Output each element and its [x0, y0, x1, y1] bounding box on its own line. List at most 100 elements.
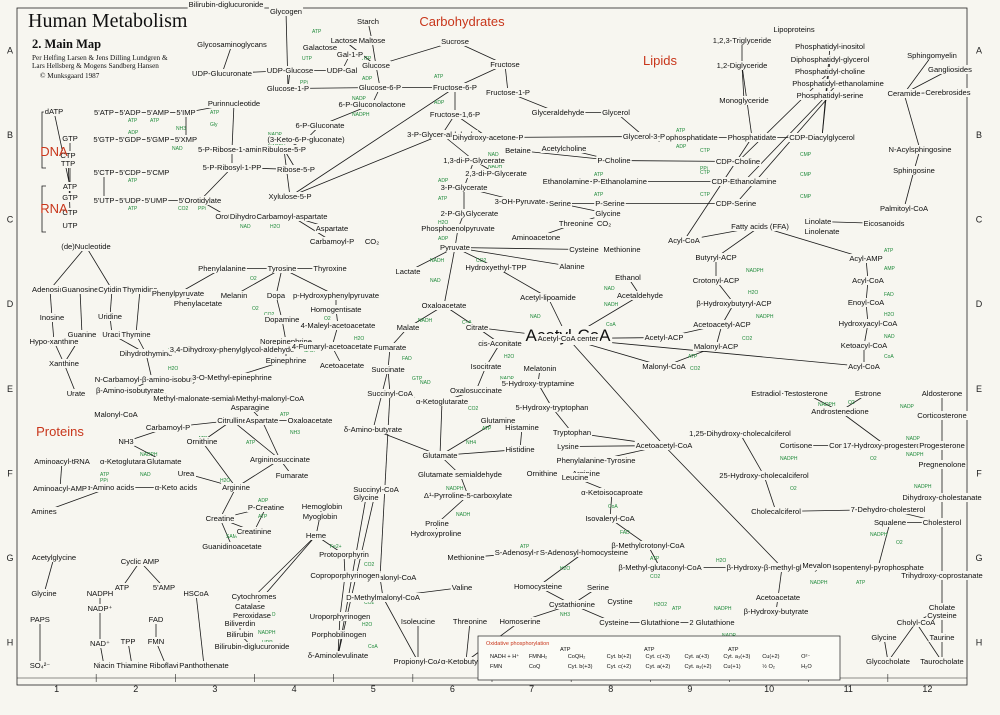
- metabolite-label: Phosphatidyl-ethanolamine: [792, 79, 884, 88]
- metabolite-label: Diphosphatidyl-glycerol: [791, 55, 870, 64]
- cofactor-label: CO2: [178, 206, 189, 212]
- cofactor-label: ADP: [362, 76, 373, 82]
- metabolite-ketoglutarate2: α-Ketoglutarate: [98, 457, 154, 466]
- metabolite-backing: [464, 323, 490, 332]
- metabolite-backing: [440, 37, 470, 46]
- metabolite-label: Uracil: [102, 330, 122, 339]
- metabolite-label: Bilirubin-diglucuronide: [215, 642, 290, 651]
- metabolite-label: Acetoacetyl-CoA: [636, 441, 693, 450]
- metabolite-xmp5: 5'XMP: [173, 135, 199, 144]
- metabolite-backing: [536, 334, 600, 343]
- metabolite-cerebrosides: Cerebrosides: [924, 88, 972, 97]
- cofactor-label: NADPH: [258, 630, 276, 636]
- metabolite-backing: [538, 548, 630, 557]
- section-label-lipids: Lipids: [643, 53, 677, 68]
- metabolite-label: Aminoacyl-tRNA: [34, 457, 91, 466]
- metabolite-ribose5p: 5-P-Ribose-1-amine: [197, 145, 267, 154]
- metabolite-backing: [754, 593, 802, 602]
- pathway-edge: [903, 55, 933, 94]
- cofactor-label: GTP: [412, 376, 423, 382]
- metabolite-backing: [606, 597, 634, 606]
- metabolite-guanine: Guanine: [66, 330, 98, 339]
- metabolite-backing: [175, 108, 197, 117]
- metabolite-label: Isoleucine: [401, 617, 435, 626]
- chain-member: Cyt. b(+3): [568, 664, 593, 670]
- metabolite-dopamine: Dopamine: [263, 315, 301, 324]
- metabolite-label: Oxalosuccinate: [450, 386, 502, 395]
- metabolite-backing: [695, 299, 773, 308]
- metabolite-fad: FAD: [147, 615, 165, 624]
- metabolite-backing: [422, 491, 514, 500]
- cofactor-label: ADP: [438, 178, 449, 184]
- cofactor-label: H2O: [220, 478, 230, 484]
- metabolite-melanin: Melanin: [219, 291, 249, 300]
- cofactor-label: CO2: [468, 406, 479, 412]
- grid-column-label: 1: [54, 684, 59, 694]
- cofactor-label: NADPH: [140, 452, 158, 458]
- metabolite-label: 3-P-Glycerate: [441, 183, 488, 192]
- metabolite-backing: [594, 209, 622, 218]
- metabolite-crotonylacp: Crotonyl-ACP: [691, 276, 741, 285]
- section-label-dna: DNA: [40, 144, 68, 159]
- metabolite-backing: [65, 389, 87, 398]
- metabolite-glycocholate: Glycocholate: [865, 657, 911, 666]
- metabolite-label: β-Hydroxy-butyrate: [744, 607, 809, 616]
- metabolite-backing: [291, 291, 381, 300]
- cofactor-label: PPi: [100, 478, 108, 484]
- pathway-edge: [253, 535, 317, 597]
- grid-row-label-right: C: [976, 215, 983, 225]
- metabolite-norepinephrine: Norepinephrine: [259, 337, 313, 346]
- metabolite-backing: [530, 108, 586, 117]
- cofactor-label: O2: [250, 276, 257, 282]
- metabolite-cdpdiacylglycerol: CDP-Diacylglycerol: [788, 133, 857, 142]
- cofactor-label: ATP: [884, 248, 894, 254]
- pathway-edge: [777, 567, 783, 598]
- cofactor-label: ADP: [676, 144, 687, 150]
- metabolite-backing: [191, 373, 273, 382]
- cofactor-label: ATP: [362, 56, 372, 62]
- metabolite-thiamine: Thiamine: [115, 661, 149, 670]
- metabolite-backing: [357, 36, 387, 45]
- metabolite-datp: dATP: [43, 107, 65, 116]
- metabolite-label: P-Creatine: [248, 503, 284, 512]
- metabolite-label: δ-Aminolevulinate: [308, 651, 368, 660]
- metabolite-hmgcoa: β-Hydroxy-β-methyl-glutaryl-CoA: [725, 563, 840, 572]
- metabolite-backing: [839, 341, 890, 350]
- metabolite-backing: [204, 514, 236, 523]
- metabolite-label: 5'CMP: [147, 168, 170, 177]
- metabolite-cystine: Cystine: [606, 597, 634, 606]
- metabolite-malonylcoa-l: Malonyl-CoA: [93, 410, 140, 419]
- metabolite-estrone: Estrone: [853, 389, 883, 398]
- metabolite-label: Glutamate: [422, 451, 457, 460]
- metabolite-label: Biliverdin: [225, 619, 256, 628]
- metabolite-backing: [442, 156, 506, 165]
- metabolite-label: Fructose-6-P: [433, 83, 477, 92]
- metabolite-backing: [870, 633, 898, 642]
- cofactor-label: ATP: [258, 514, 268, 520]
- metabolite-hypoxanthine: Hypo-xanthine: [28, 337, 80, 346]
- metabolite-butyrylacp: Butyryl-ACP: [694, 253, 738, 262]
- metabolite-label: Succinate: [371, 365, 404, 374]
- metabolite-testosterone: Testosterone: [783, 389, 829, 398]
- metabolite-label: Lactose: [331, 36, 358, 45]
- metabolite-backing: [113, 583, 131, 592]
- grid-row-label-right: E: [976, 384, 982, 394]
- metabolite-label: α-Amino acids: [86, 483, 134, 492]
- cofactor-label: H2O: [438, 220, 448, 226]
- metabolite-label: Glucose-6-P: [359, 83, 401, 92]
- pathway-edge: [195, 593, 205, 666]
- metabolite-dihydroxychol2: Dihydroxy-cholestanate: [901, 493, 983, 502]
- metabolite-glycine-b: Glycine: [30, 589, 58, 598]
- metabolite-label: Glyceraldehyde: [532, 108, 585, 117]
- metabolite-backing: [28, 661, 52, 670]
- metabolite-label: Hemoglobin: [302, 502, 343, 511]
- metabolite-backing: [522, 364, 558, 373]
- grid-row-label-left: C: [7, 215, 14, 225]
- metabolite-label: GTP: [62, 193, 78, 202]
- metabolite-backing: [304, 531, 328, 540]
- cofactor-label: CoA: [368, 644, 378, 650]
- metabolite-cholesterol: Cholesterol: [921, 518, 963, 527]
- metabolite-label: 5'Orotidylate: [179, 196, 221, 205]
- metabolite-cholate: Cholate: [927, 603, 957, 612]
- metabolite-label: Glucose: [362, 61, 390, 70]
